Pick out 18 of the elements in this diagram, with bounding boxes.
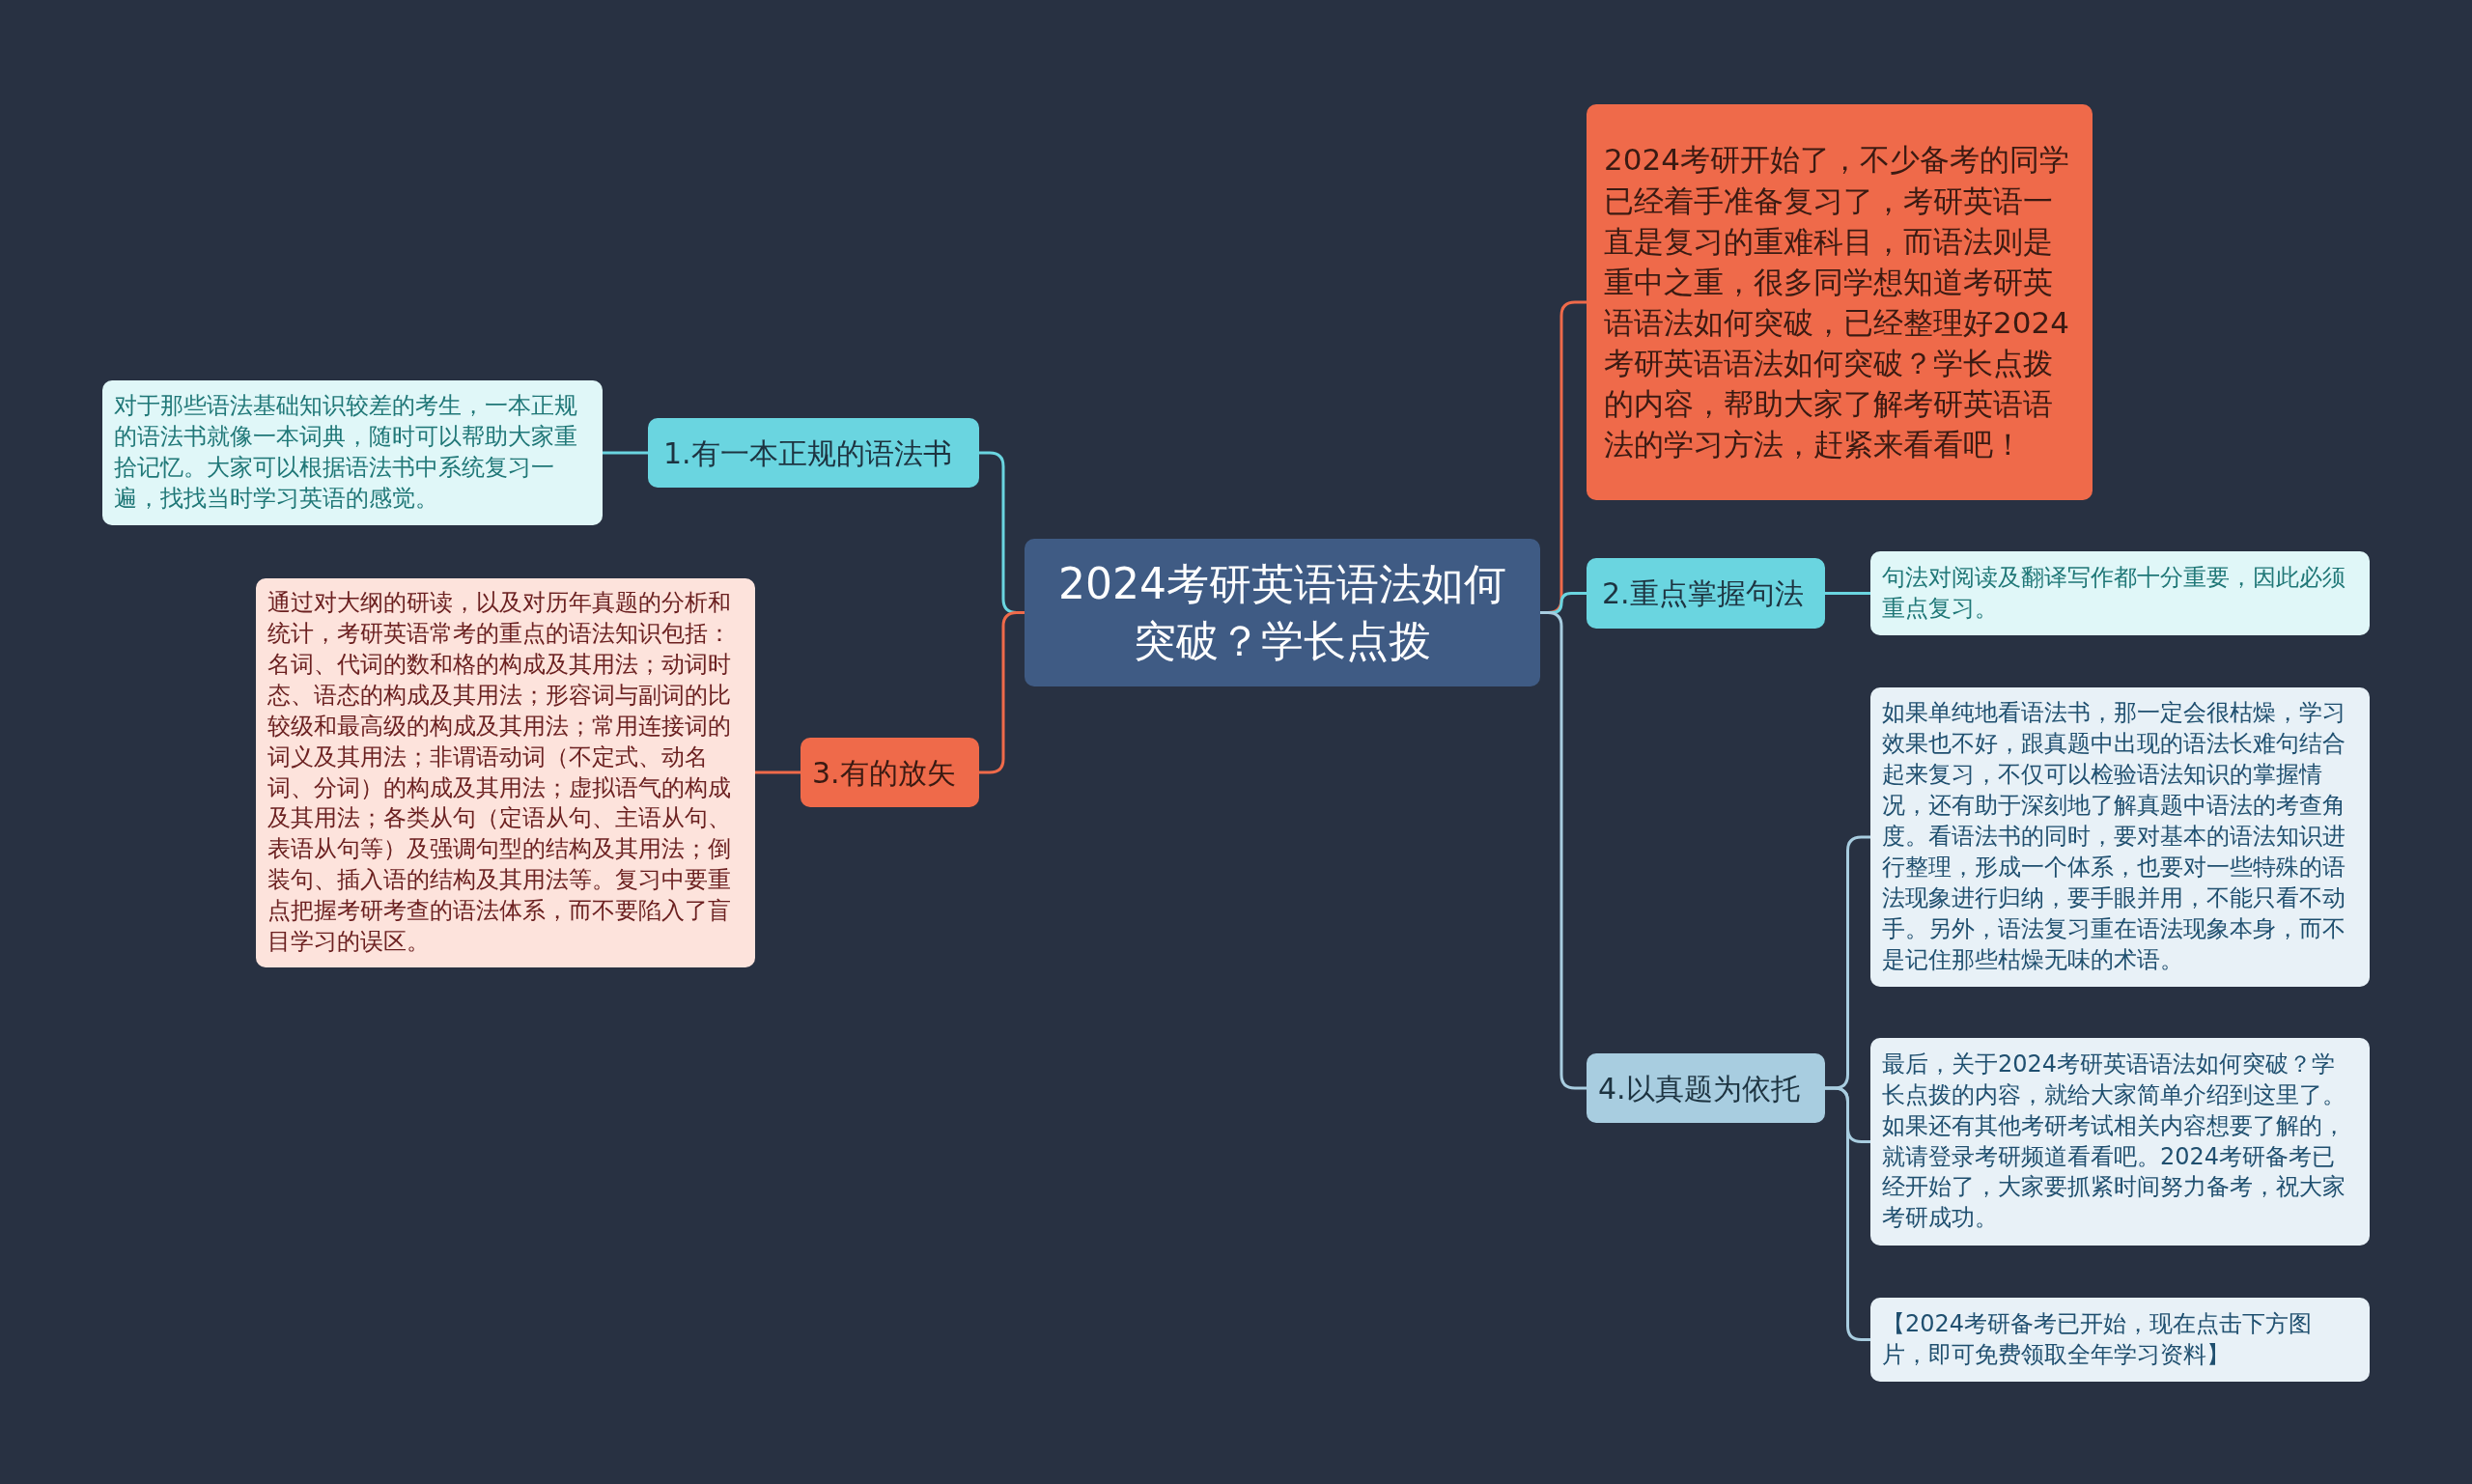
topic-box: 2.重点掌握句法 — [1587, 558, 1825, 629]
topic-box: 2024考研开始了，不少备考的同学已经着手准备复习了，考研英语一直是复习的重难科目，而语法则是重中之重，很多同学想知道考研英语语法如何突破，已经整理好2024考研英语语法如何突破？学长点拨的内容，帮助大家了解考研英语语法的学习方法，赶紧来看看吧！ — [1587, 104, 2093, 500]
connector-line — [603, 451, 648, 455]
connector-line — [1825, 592, 1870, 595]
connector-line — [1540, 611, 1587, 1090]
topic-box: 3.有的放矢 — [801, 738, 979, 807]
connector-line — [755, 770, 801, 774]
note-box: 如果单纯地看语法书，那一定会很枯燥，学习效果也不好，跟真题中出现的语法长难句结合起来复习，不仅可以检验语法知识的掌握情况，还有助于深刻地了解真题中语法的考查角度。看语法书的同时，要对基本的语法知识进行整理，形成一个体系，也要对一些特殊的语法现象进行归纳，要手眼并用，不能只看不动手。另外，语法复习重在语法现象本身，而不是记住那些枯燥无味的术语。 — [1870, 687, 2370, 987]
note-box: 最后，关于2024考研英语语法如何突破？学长点拨的内容，就给大家简单介绍到这里了。如果还有其他考研考试相关内容想要了解的，就请登录考研频道看看吧。2024考研备考已经开始了，大家要抓紧时间努力备考，祝大家考研成功。 — [1870, 1038, 2370, 1246]
topic-box: 1.有一本正规的语法书 — [648, 418, 979, 488]
central-topic-box: 2024考研英语语法如何突破？学长点拨 — [1025, 539, 1540, 686]
note-box: 句法对阅读及翻译写作都十分重要，因此必须重点复习。 — [1870, 551, 2370, 635]
topic-box: 4.以真题为依托 — [1587, 1053, 1825, 1123]
note-box: 对于那些语法基础知识较差的考生，一本正规的语法书就像一本词典，随时可以帮助大家重拾记忆。大家可以根据语法书中系统复习一遍，找找当时学习英语的感觉。 — [102, 380, 603, 525]
note-box: 【2024考研备考已开始，现在点击下方图片，即可免费领取全年学习资料】 — [1870, 1298, 2370, 1382]
connector-line — [1825, 1086, 1870, 1341]
connector-line — [979, 611, 1025, 774]
note-box: 通过对大纲的研读，以及对历年真题的分析和统计，考研英语常考的重点的语法知识包括：名词、代词的数和格的构成及其用法；动词时态、语态的构成及其用法；形容词与副词的比较级和最高级的构成及其用法；常用连接词的词义及其用法；非谓语动词（不定式、动名词、分词）的构成及其用法；虚拟语气的构成及其用法；各类从句（定语从句、主语从句、表语从句等）及强调句型的结构及其用法；倒装句、插入语的结构及其用法等。复习中要重点把握考研考查的语法体系，而不要陷入了盲目学习的误区。 — [256, 578, 755, 967]
